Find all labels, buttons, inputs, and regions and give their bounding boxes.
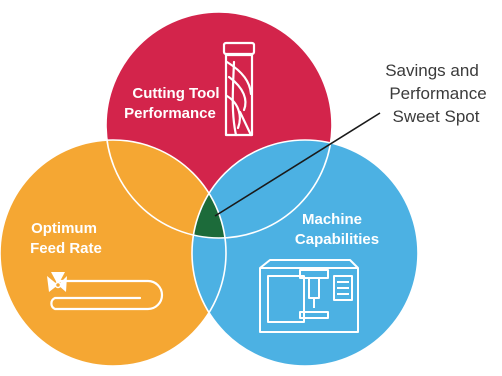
feed-rate-label-line2: Feed Rate	[30, 240, 102, 257]
cutting-tool-label-line1: Cutting Tool	[132, 85, 219, 102]
annotation-line2: Performance	[389, 84, 486, 103]
machine-label-line2: Capabilities	[295, 231, 379, 248]
annotation-pointer-line	[214, 112, 381, 217]
machine-label-line1: Machine	[302, 211, 362, 228]
end-mill-icon	[222, 41, 256, 137]
feed-rate-label-line1: Optimum	[31, 220, 97, 237]
annotation-line1: Savings and	[385, 61, 479, 80]
annotation-line3: Sweet Spot	[393, 107, 480, 126]
cutting-tool-label-line2: Performance	[124, 105, 216, 122]
cnc-machine-icon	[259, 259, 359, 333]
machine-circle	[192, 140, 418, 366]
feed-path-icon	[47, 272, 164, 311]
circle-outlines	[0, 11, 419, 367]
